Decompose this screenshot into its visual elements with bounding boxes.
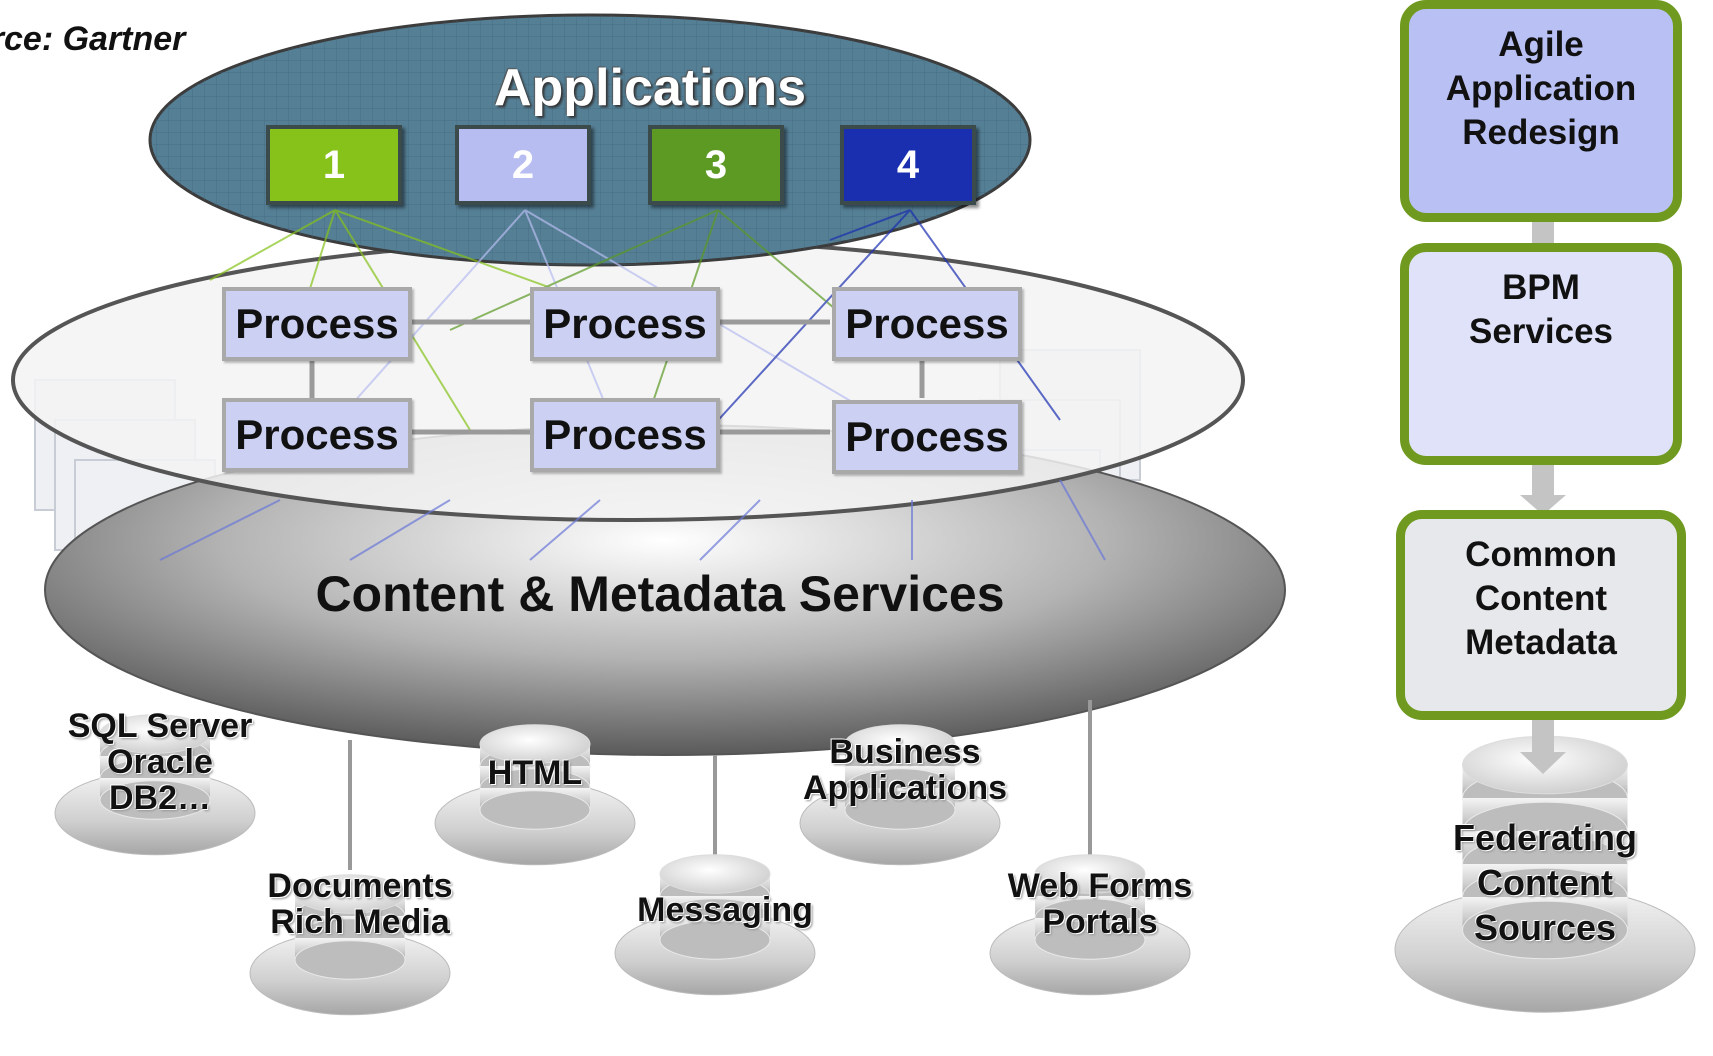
source-caption: urce: Gartner: [0, 20, 186, 58]
database-disk: [614, 854, 816, 996]
process-box: Process: [832, 287, 1022, 361]
app-box-1: 1: [266, 125, 402, 205]
source-label-messaging: Messaging: [637, 891, 813, 929]
process-connectors: [309, 319, 925, 435]
database-disk: [1394, 735, 1696, 1013]
process-box: Process: [222, 398, 412, 472]
source-connectors: [348, 700, 1092, 870]
data-source-disks: [54, 714, 1696, 1016]
process-box: Process: [222, 287, 412, 361]
source-label-html: HTML: [487, 754, 583, 792]
database-disk: [799, 724, 1001, 866]
process-box: Process: [530, 287, 720, 361]
database-disk: [434, 724, 636, 866]
database-disk: [54, 714, 256, 856]
process-box: Process: [832, 400, 1022, 474]
content-services-title: Content & Metadata Services: [315, 566, 1005, 622]
applications-title: Applications: [493, 59, 807, 117]
database-disk: [989, 854, 1191, 996]
app-box-4: 4: [840, 125, 976, 205]
app-box-3: 3: [648, 125, 784, 205]
database-disk: [249, 874, 451, 1016]
app-box-2: 2: [455, 125, 591, 205]
process-layer-ellipse: [11, 238, 1245, 522]
process-box: Process: [530, 398, 720, 472]
